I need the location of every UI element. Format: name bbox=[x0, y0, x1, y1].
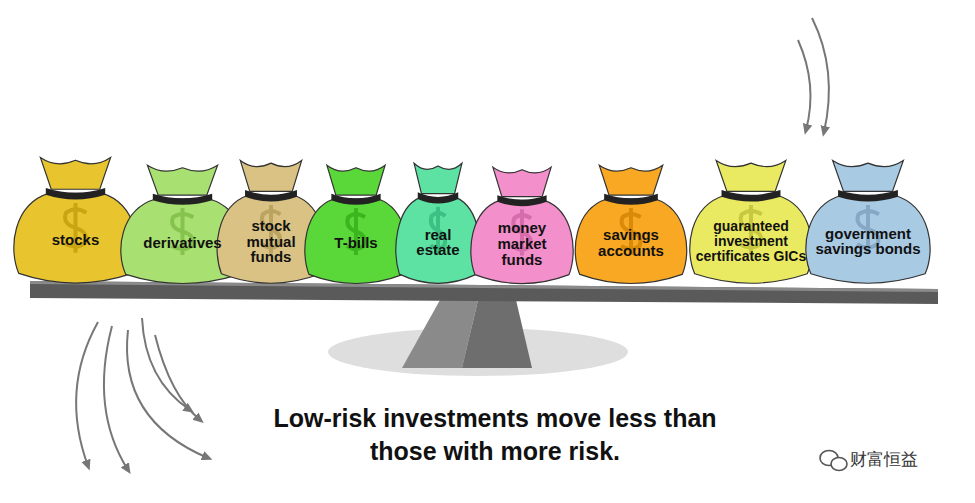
bag-label-area: guaranteed investment certificates GICs bbox=[684, 204, 818, 280]
bag-label-area: savings accounts bbox=[570, 207, 692, 280]
fulcrum bbox=[462, 300, 532, 368]
money-bag: real estate bbox=[392, 158, 484, 290]
bag-label: guaranteed investment certificates GICs bbox=[692, 219, 810, 263]
watermark: 财富恒益 bbox=[850, 448, 918, 471]
bag-shape bbox=[8, 152, 143, 290]
bag-label-area: stocks bbox=[8, 202, 143, 279]
motion-arrows bbox=[76, 318, 208, 470]
watermark-icon bbox=[820, 451, 847, 471]
bag-label: savings accounts bbox=[584, 227, 679, 259]
bag-shape bbox=[800, 155, 936, 290]
bag-label: real estate bbox=[408, 227, 468, 259]
bag-label: stock mutual funds bbox=[231, 218, 311, 265]
bag-label: T-bills bbox=[321, 235, 391, 251]
bag-label: money market funds bbox=[477, 220, 567, 267]
money-bag: guaranteed investment certificates GICs bbox=[684, 155, 818, 290]
money-bag: derivatives bbox=[115, 160, 250, 290]
money-bag: stocks bbox=[8, 152, 143, 290]
bag-label-area: money market funds bbox=[466, 208, 578, 280]
bag-label: derivatives bbox=[133, 235, 233, 251]
money-bag: government savings bonds bbox=[800, 155, 936, 290]
seesaw-plank bbox=[30, 281, 938, 304]
bag-label-area: T-bills bbox=[300, 207, 412, 280]
bag-label-area: derivatives bbox=[115, 207, 250, 280]
motion-arrows bbox=[798, 18, 829, 132]
bag-shape bbox=[392, 158, 484, 290]
bag-label-area: real estate bbox=[392, 206, 484, 280]
bag-label: stocks bbox=[36, 232, 116, 248]
money-bag: stock mutual funds bbox=[212, 155, 330, 290]
bag-shape bbox=[300, 160, 412, 290]
bag-label: government savings bonds bbox=[809, 226, 927, 258]
money-bag: T-bills bbox=[300, 160, 412, 290]
bag-shape bbox=[570, 160, 692, 290]
money-bag: savings accounts bbox=[570, 160, 692, 290]
bag-label-area: stock mutual funds bbox=[212, 204, 330, 280]
money-bag: money market funds bbox=[466, 162, 578, 290]
bag-label-area: government savings bonds bbox=[800, 204, 936, 280]
caption: Low-risk investments move less than thos… bbox=[265, 402, 725, 467]
